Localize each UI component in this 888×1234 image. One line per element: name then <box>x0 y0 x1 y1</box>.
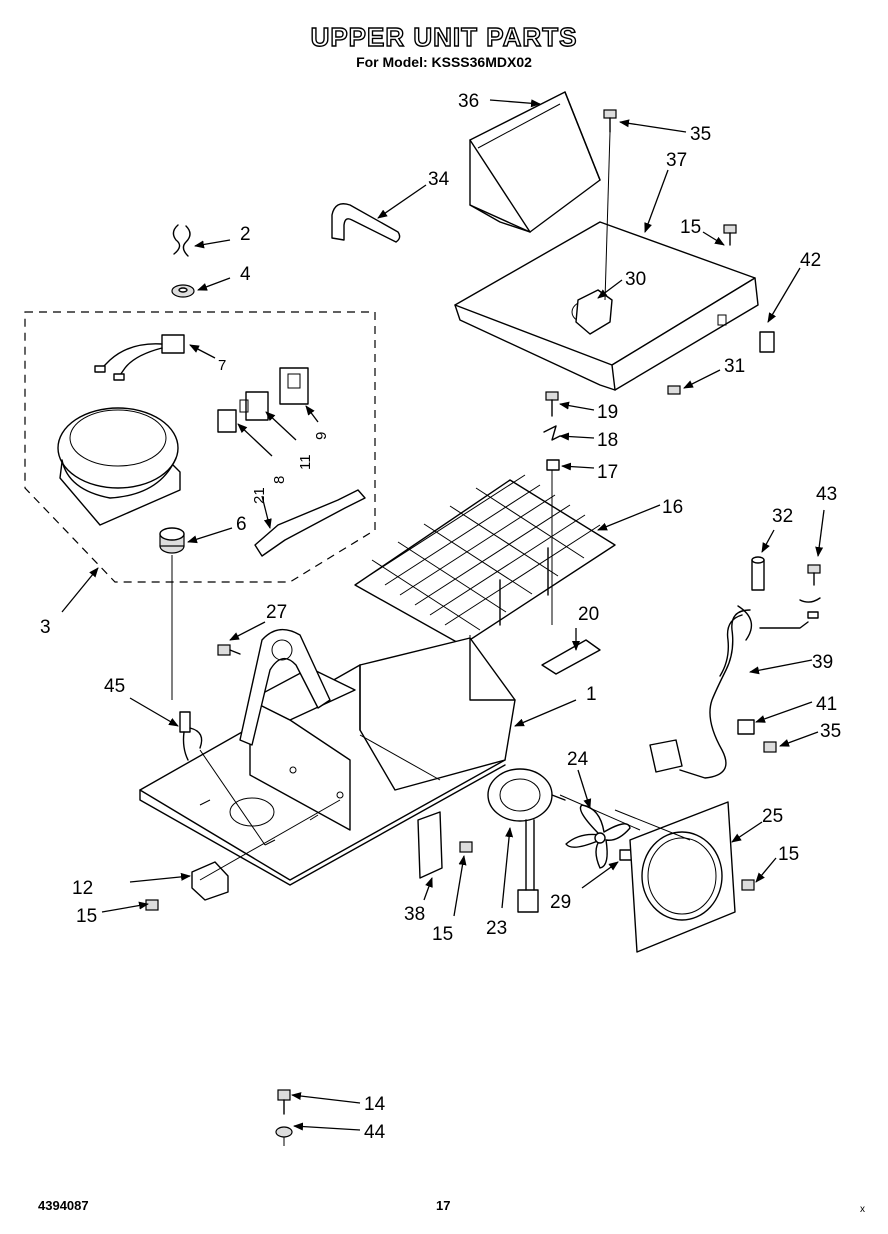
callout-8: 8 <box>271 476 288 484</box>
callout-25: 25 <box>762 806 783 827</box>
callout-7: 7 <box>218 357 226 374</box>
capacitor-screw <box>145 899 159 911</box>
clip <box>172 224 191 257</box>
callout-35-top: 35 <box>690 124 711 145</box>
ground-screw <box>799 564 821 619</box>
plate-screw-front <box>667 385 681 395</box>
page-number: 17 <box>436 1198 451 1213</box>
callout-21: 21 <box>251 487 268 504</box>
compressor <box>57 407 181 526</box>
callout-labels: 36 35 37 34 15 42 2 4 30 31 7 19 18 17 9… <box>40 91 841 1143</box>
callout-29: 29 <box>550 892 571 913</box>
bracket-38 <box>417 811 443 879</box>
condenser-coil <box>354 474 616 646</box>
callout-6: 6 <box>236 514 247 535</box>
callout-45: 45 <box>104 676 125 697</box>
callout-23: 23 <box>486 918 507 939</box>
start-relay <box>239 391 269 421</box>
callout-19: 19 <box>597 402 618 423</box>
callout-43: 43 <box>816 484 837 505</box>
callout-18: 18 <box>597 430 618 451</box>
clamp-screw <box>763 741 777 753</box>
callout-1: 1 <box>586 684 597 705</box>
corner-mark: x <box>860 1204 865 1215</box>
callout-15-bottom: 15 <box>432 924 453 945</box>
grommet <box>171 284 195 298</box>
loose-screw <box>277 1089 291 1115</box>
fuse <box>751 556 765 591</box>
coil-clip <box>546 459 560 471</box>
callout-15-left: 15 <box>76 906 97 927</box>
bracket-20 <box>541 639 601 675</box>
document-number: 4394087 <box>38 1198 89 1213</box>
drain-tube <box>331 203 401 243</box>
callout-15-top: 15 <box>680 217 701 238</box>
callout-38: 38 <box>404 904 425 925</box>
callout-9: 9 <box>313 432 330 440</box>
callout-2: 2 <box>240 224 251 245</box>
callout-16: 16 <box>662 497 683 518</box>
overload-protector <box>279 367 309 405</box>
capacitor-bracket <box>191 861 229 901</box>
fan-shroud <box>629 801 736 953</box>
compressor-kit-boundary <box>24 311 376 583</box>
hood-screw <box>603 109 617 133</box>
callout-24: 24 <box>567 749 589 770</box>
callout-36: 36 <box>458 91 479 112</box>
power-cord <box>649 605 809 779</box>
relay-clip <box>217 409 237 433</box>
callout-32: 32 <box>772 506 793 527</box>
callout-17: 17 <box>597 462 618 483</box>
callout-4: 4 <box>240 264 251 285</box>
hood-screw-line <box>604 131 611 301</box>
callout-27: 27 <box>266 602 287 623</box>
coil-screw <box>545 391 559 417</box>
callout-44: 44 <box>364 1122 386 1143</box>
plate-screw-15 <box>723 224 737 246</box>
compressor-bracket-27 <box>239 628 331 746</box>
model-subtitle: For Model: KSSS36MDX02 <box>356 54 532 70</box>
overload-wiring <box>94 334 185 381</box>
air-duct-hood <box>469 91 601 233</box>
fan-blade <box>565 804 631 869</box>
compressor-grommet <box>159 527 185 554</box>
switch-cover <box>759 331 775 353</box>
alignment-lines <box>171 555 691 881</box>
callout-35-right: 35 <box>820 721 841 742</box>
callout-20: 20 <box>578 604 599 625</box>
callout-41: 41 <box>816 694 837 715</box>
diagram-title: UPPER UNIT PARTS <box>310 21 578 52</box>
callout-42: 42 <box>800 250 821 271</box>
callout-39: 39 <box>812 652 833 673</box>
cord-clamp <box>737 719 755 735</box>
filter-drier <box>254 489 366 557</box>
callout-34: 34 <box>428 169 450 190</box>
wire-harness <box>179 711 203 761</box>
shroud-screw <box>741 879 755 891</box>
compressor-mount-bracket <box>249 667 356 831</box>
callout-12: 12 <box>72 878 93 899</box>
callout-15-right: 15 <box>778 844 799 865</box>
callout-30: 30 <box>625 269 646 290</box>
bracket-screw-27 <box>217 644 241 656</box>
coil-wire <box>543 425 561 441</box>
callout-11: 11 <box>297 454 314 470</box>
bracket-screw-38 <box>459 841 473 853</box>
callout-37: 37 <box>666 150 687 171</box>
callout-14: 14 <box>364 1094 386 1115</box>
callout-31: 31 <box>724 356 745 377</box>
callout-3: 3 <box>40 617 51 638</box>
fan-motor <box>487 768 566 913</box>
loose-washer <box>275 1126 293 1146</box>
